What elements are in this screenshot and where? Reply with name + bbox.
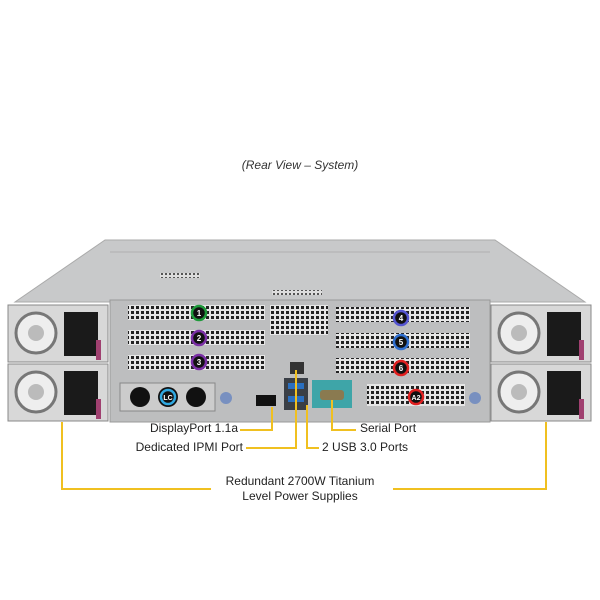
psu-left-callout-stem <box>61 422 63 490</box>
slot-badge-6: 6 <box>392 359 410 377</box>
displayport-label: DisplayPort 1.1a <box>149 421 238 435</box>
slot-badge-label: A2 <box>412 395 421 402</box>
serial-callout-line <box>332 429 356 431</box>
psu-bays <box>6 303 593 423</box>
ipmi-label: Dedicated IPMI Port <box>135 440 243 454</box>
slot-badge-label: 3 <box>197 358 202 367</box>
slot-badge-label: 2 <box>197 334 202 343</box>
slot-badge-4: 4 <box>392 309 410 327</box>
psu-label-line1: Redundant 2700W Titanium <box>225 474 375 488</box>
diagram-caption: (Rear View – System) <box>241 158 359 172</box>
displayport <box>256 395 276 406</box>
usb-callout-stem <box>306 405 308 449</box>
slot-badge-3: 3 <box>190 353 208 371</box>
usb-label: 2 USB 3.0 Ports <box>322 440 409 454</box>
slot-badge-label: 6 <box>399 364 404 373</box>
ipmi-callout-stem <box>295 370 297 449</box>
serial-label: Serial Port <box>360 421 417 435</box>
slot-badge-label: LC <box>163 395 172 402</box>
slot-badge-lc: LC <box>159 388 177 406</box>
slot-badge-label: 4 <box>399 314 404 323</box>
usb-callout-line <box>307 447 319 449</box>
psu-right-callout-line <box>393 488 547 490</box>
chassis-lid <box>13 239 587 303</box>
ipmi-port <box>290 362 304 374</box>
slot-badge-2: 2 <box>190 329 208 347</box>
psu-left-callout-line <box>61 488 211 490</box>
slot-badge-label: 5 <box>399 338 404 347</box>
slot-badge-label: 1 <box>197 309 202 318</box>
displayport-callout-stem <box>271 407 273 431</box>
psu-label-line2: Level Power Supplies <box>242 489 358 503</box>
slot-badge-5: 5 <box>392 333 410 351</box>
displayport-callout-line <box>240 429 273 431</box>
slot-badge-1: 1 <box>190 304 208 322</box>
psu-right-callout-stem <box>545 422 547 490</box>
slot-badges: 1 2 3 4 5 6A2 LC <box>159 304 425 406</box>
ipmi-callout-line <box>246 447 297 449</box>
serial-callout-stem <box>331 400 333 431</box>
slot-badge-a2: A2 <box>407 388 425 406</box>
